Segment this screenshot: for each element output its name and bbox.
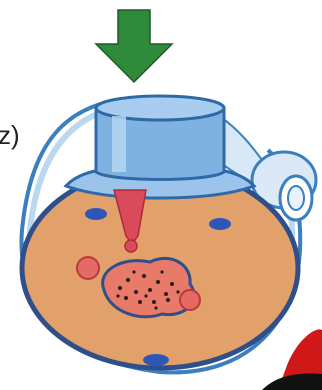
blue-spot-left: [85, 208, 107, 220]
corner-dark-shape: [262, 374, 322, 390]
channel-tip: [125, 240, 137, 252]
nucleus: [103, 258, 194, 316]
blue-spot-bottom: [143, 354, 169, 366]
blue-spot-right: [209, 218, 231, 230]
vesicle-right: [180, 290, 200, 310]
down-arrow-icon: [96, 10, 172, 82]
vesicle-left: [77, 257, 99, 279]
pipette-highlight: [112, 116, 126, 172]
